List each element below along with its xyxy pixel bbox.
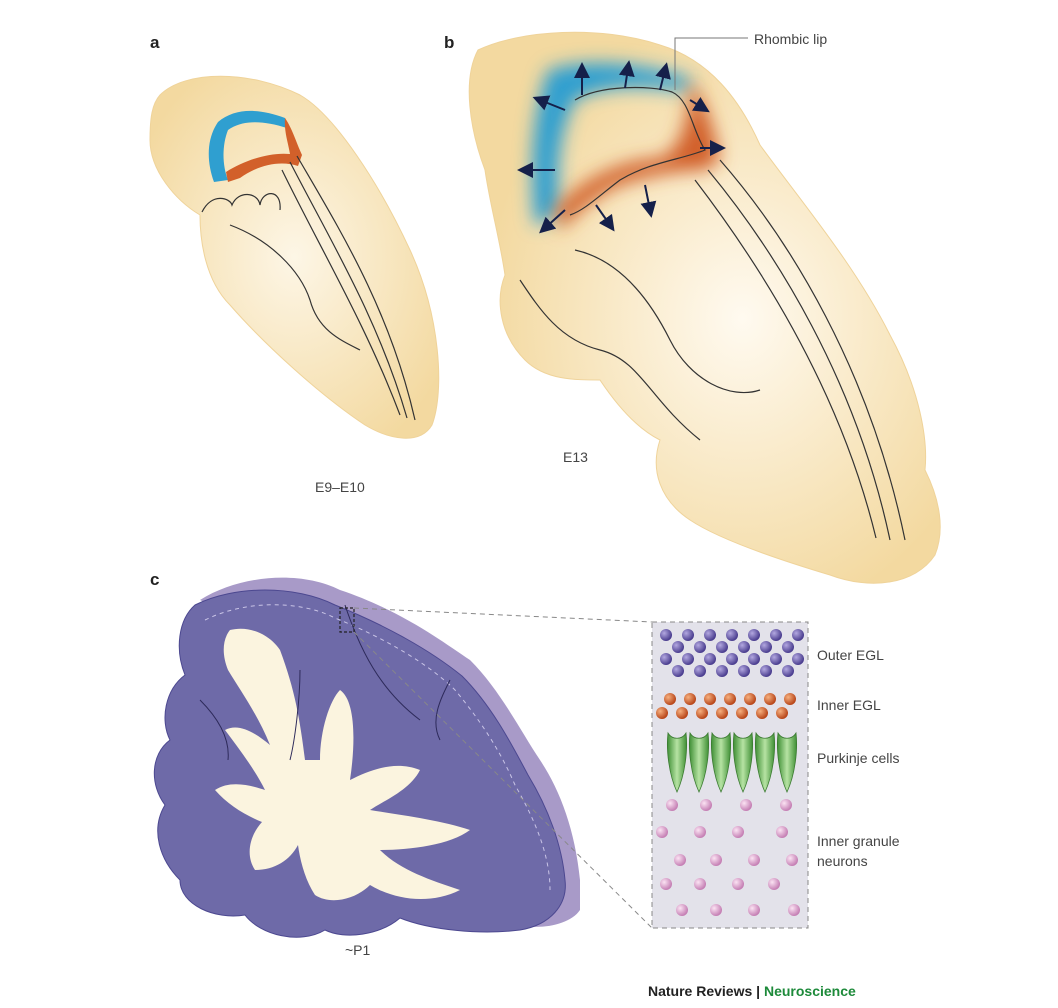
granule-neuron-cell xyxy=(666,799,678,811)
granule-neuron-cell xyxy=(694,826,706,838)
journal-credit: Nature Reviews | Neuroscience xyxy=(648,983,856,999)
granule-neuron-cell xyxy=(786,854,798,866)
outer-egl-cell xyxy=(726,629,738,641)
journal-name: Nature Reviews | xyxy=(648,983,764,999)
outer-egl-cell xyxy=(704,629,716,641)
inner-egl-cell xyxy=(776,707,788,719)
granule-neuron-cell xyxy=(700,799,712,811)
outer-egl-cell xyxy=(682,653,694,665)
outer-egl-cell xyxy=(792,629,804,641)
rhombic-lip-label: Rhombic lip xyxy=(754,31,827,47)
outer-egl-cell xyxy=(726,653,738,665)
outer-egl-cell xyxy=(716,665,728,677)
granule-neuron-cell xyxy=(732,878,744,890)
granule-neuron-cell xyxy=(740,799,752,811)
inner-egl-cell xyxy=(704,693,716,705)
granule-neuron-cell xyxy=(676,904,688,916)
inner-egl-cell xyxy=(696,707,708,719)
outer-egl-cell xyxy=(782,641,794,653)
outer-egl-cell xyxy=(792,653,804,665)
outer-egl-cell xyxy=(704,653,716,665)
panel-c-stage-label: ~P1 xyxy=(345,942,371,958)
layer-label-inner-egl: Inner EGL xyxy=(817,697,881,713)
outer-egl-cell xyxy=(672,641,684,653)
inner-egl-cell xyxy=(736,707,748,719)
panel-c: c Outer EGL Inner EGL Purkinje cells Inn… xyxy=(150,570,903,958)
outer-egl-cell xyxy=(748,653,760,665)
granule-neuron-cell xyxy=(660,878,672,890)
granule-neuron-cell xyxy=(732,826,744,838)
inner-egl-cell xyxy=(716,707,728,719)
outer-egl-cell xyxy=(760,641,772,653)
granule-neuron-cell xyxy=(710,904,722,916)
layer-label-granule-line-2: neurons xyxy=(817,853,868,869)
outer-egl-cell xyxy=(760,665,772,677)
panel-a-letter: a xyxy=(150,33,160,52)
granule-neuron-cell xyxy=(656,826,668,838)
panel-b: b Rhombic lip E13 xyxy=(444,31,940,583)
outer-egl-cell xyxy=(738,641,750,653)
granule-neuron-cell xyxy=(788,904,800,916)
granule-neuron-cell xyxy=(776,826,788,838)
inner-egl-cell xyxy=(664,693,676,705)
outer-egl-cell xyxy=(770,653,782,665)
panel-c-letter: c xyxy=(150,570,159,589)
inner-egl-cell xyxy=(744,693,756,705)
panel-b-stage-label: E13 xyxy=(563,449,588,465)
outer-egl-cell xyxy=(694,641,706,653)
granule-neuron-cell xyxy=(674,854,686,866)
layer-label-granule: Inner granule neurons xyxy=(817,833,903,869)
panel-a-embryo-body xyxy=(150,76,439,438)
outer-egl-cell xyxy=(682,629,694,641)
inner-egl-cell xyxy=(724,693,736,705)
inner-egl-cell xyxy=(756,707,768,719)
inner-egl-cell xyxy=(676,707,688,719)
outer-egl-cell xyxy=(716,641,728,653)
panel-a: a E9–E10 xyxy=(150,33,439,495)
outer-egl-cell xyxy=(672,665,684,677)
outer-egl-cell xyxy=(660,653,672,665)
panel-b-letter: b xyxy=(444,33,454,52)
panel-a-stage-label: E9–E10 xyxy=(315,479,365,495)
granule-neuron-cell xyxy=(748,854,760,866)
granule-neuron-cell xyxy=(768,878,780,890)
outer-egl-cell xyxy=(660,629,672,641)
journal-subject: Neuroscience xyxy=(764,983,856,999)
granule-neuron-cell xyxy=(710,854,722,866)
granule-neuron-cell xyxy=(694,878,706,890)
inner-egl-cell xyxy=(656,707,668,719)
outer-egl-cell xyxy=(782,665,794,677)
granule-neuron-cell xyxy=(748,904,760,916)
inner-egl-cell xyxy=(784,693,796,705)
outer-egl-cell xyxy=(738,665,750,677)
layer-label-purkinje: Purkinje cells xyxy=(817,750,899,766)
layer-label-granule-line-1: Inner granule xyxy=(817,833,900,849)
inner-egl-cell xyxy=(684,693,696,705)
outer-egl-cell xyxy=(748,629,760,641)
granule-neuron-cell xyxy=(780,799,792,811)
inner-egl-cell xyxy=(764,693,776,705)
outer-egl-cell xyxy=(694,665,706,677)
outer-egl-cell xyxy=(770,629,782,641)
layer-label-outer-egl: Outer EGL xyxy=(817,647,884,663)
